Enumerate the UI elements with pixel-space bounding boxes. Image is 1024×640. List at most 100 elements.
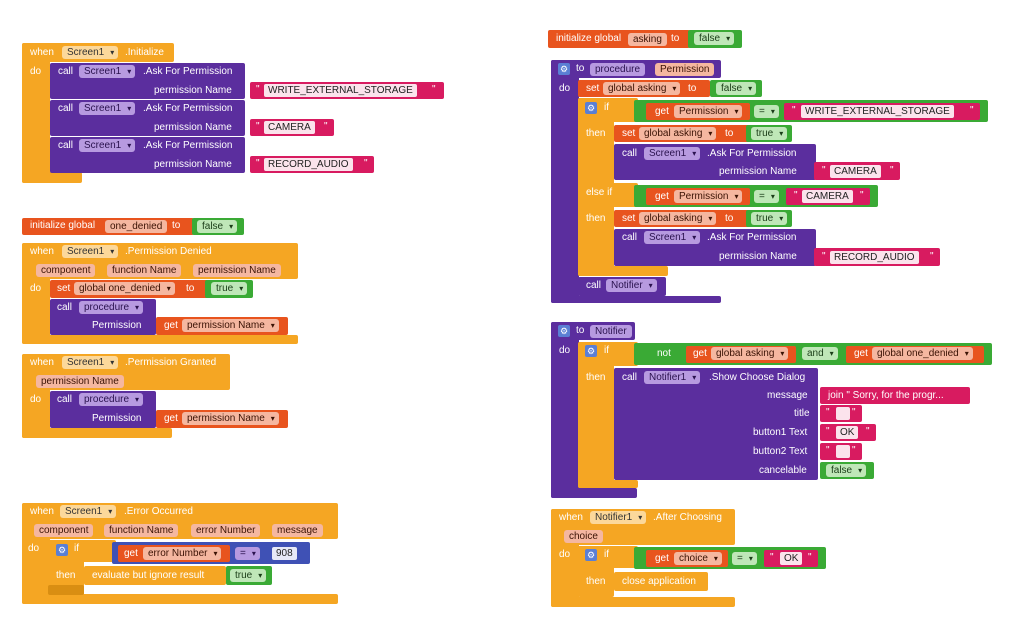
string-value[interactable]: WRITE_EXTERNAL_STORAGE	[801, 105, 954, 118]
variable-dropdown[interactable]: error Number	[143, 547, 222, 560]
get-label: get	[655, 553, 669, 564]
boolean-dropdown[interactable]: true	[751, 127, 788, 140]
to-label: to	[671, 33, 680, 44]
operator-dropdown[interactable]: and	[802, 347, 838, 360]
event-param[interactable]: component	[34, 524, 94, 537]
variable-dropdown[interactable]: global asking	[639, 127, 717, 140]
if-label: if	[604, 549, 609, 560]
component-dropdown[interactable]: Screen1	[62, 356, 119, 369]
do-label: do	[559, 549, 571, 560]
get-label: get	[655, 106, 669, 117]
gear-icon[interactable]: ⚙	[558, 325, 570, 337]
string-value[interactable]: RECORD_AUDIO	[264, 158, 353, 171]
number-field[interactable]: 908	[272, 547, 297, 560]
event-param[interactable]: permission Name	[36, 375, 124, 388]
boolean-dropdown[interactable]: true	[211, 282, 248, 295]
variable-dropdown[interactable]: global one_denied	[872, 347, 973, 360]
event-param[interactable]: error Number	[191, 524, 261, 537]
call-label: call	[57, 302, 73, 313]
event-param[interactable]: function Name	[104, 524, 179, 537]
show-choose-dialog-call[interactable]	[614, 368, 818, 480]
arg-label: Permission	[92, 320, 142, 331]
boolean-dropdown[interactable]: true	[230, 569, 267, 582]
boolean-dropdown[interactable]: false	[826, 464, 867, 477]
component-dropdown[interactable]: Notifier1	[644, 371, 701, 384]
var-name-field[interactable]: asking	[628, 33, 667, 46]
component-dropdown[interactable]: Notifier1	[590, 511, 647, 524]
arg-label: message	[767, 390, 808, 401]
variable-dropdown[interactable]: choice	[674, 552, 722, 565]
component-dropdown[interactable]: Screen1	[79, 65, 136, 78]
evaluate-label: evaluate but ignore result	[92, 570, 205, 581]
procedure-param[interactable]: Permission	[655, 63, 715, 76]
component-dropdown[interactable]: Screen1	[644, 147, 701, 160]
get-label: get	[164, 413, 178, 424]
arg-label: title	[794, 408, 810, 419]
event-param[interactable]: message	[272, 524, 323, 537]
variable-dropdown[interactable]: Permission	[674, 190, 743, 203]
component-dropdown[interactable]: Screen1	[644, 231, 701, 244]
gear-icon[interactable]: ⚙	[56, 544, 68, 556]
var-name-field[interactable]: one_denied	[105, 220, 168, 233]
event-param[interactable]: choice	[564, 530, 603, 543]
boolean-dropdown[interactable]: false	[197, 220, 238, 233]
component-dropdown[interactable]: Screen1	[62, 245, 119, 258]
string-value[interactable]: CAMERA	[802, 190, 853, 203]
operator-dropdown[interactable]: =	[732, 552, 757, 565]
evaluate-block[interactable]	[84, 566, 226, 585]
procedure-dropdown[interactable]: procedure	[79, 393, 144, 406]
variable-dropdown[interactable]: global asking	[711, 347, 789, 360]
string-value[interactable]: CAMERA	[830, 165, 881, 178]
call-label: call	[58, 140, 74, 151]
boolean-dropdown[interactable]: false	[716, 82, 757, 95]
string-value[interactable]: WRITE_EXTERNAL_STORAGE	[264, 84, 417, 97]
gear-icon[interactable]: ⚙	[585, 102, 597, 114]
init-label: initialize global	[556, 33, 622, 44]
string-value[interactable]	[836, 445, 850, 458]
procedure-dropdown[interactable]: Notifier	[606, 279, 657, 292]
variable-dropdown[interactable]: global one_denied	[74, 282, 175, 295]
boolean-dropdown[interactable]: true	[751, 212, 788, 225]
procedure-name-field[interactable]: Notifier	[590, 325, 632, 338]
procedure-dropdown[interactable]: procedure	[79, 301, 144, 314]
arg-label: Permission	[92, 413, 142, 424]
when-label: when	[30, 246, 54, 257]
variable-dropdown[interactable]: Permission	[674, 105, 743, 118]
variable-dropdown[interactable]: global asking	[603, 82, 681, 95]
procedure-name-field[interactable]: procedure	[590, 63, 646, 76]
call-label: call	[58, 103, 74, 114]
operator-dropdown[interactable]: =	[235, 547, 260, 560]
event-param[interactable]: function Name	[107, 264, 182, 277]
do-label: do	[559, 345, 571, 356]
boolean-dropdown[interactable]: false	[694, 32, 735, 45]
when-label: when	[30, 506, 54, 517]
variable-dropdown[interactable]: permission Name	[182, 319, 279, 332]
operator-dropdown[interactable]: =	[754, 105, 779, 118]
gear-icon[interactable]: ⚙	[585, 549, 597, 561]
event-param[interactable]: component	[36, 264, 96, 277]
method-label: .Show Choose Dialog	[709, 372, 806, 383]
string-value[interactable]: OK	[780, 552, 803, 565]
not-label: not	[657, 348, 671, 359]
variable-dropdown[interactable]: permission Name	[182, 412, 279, 425]
component-dropdown[interactable]: Screen1	[79, 102, 136, 115]
close-application-label: close application	[622, 576, 696, 587]
gear-icon[interactable]: ⚙	[585, 345, 597, 357]
operator-dropdown[interactable]: =	[754, 190, 779, 203]
variable-dropdown[interactable]: global asking	[639, 212, 717, 225]
string-value[interactable]: OK	[836, 426, 859, 439]
param-label: permission Name	[154, 85, 232, 96]
call-label: call	[622, 148, 638, 159]
string-value[interactable]: CAMERA	[264, 121, 315, 134]
component-dropdown[interactable]: Screen1	[62, 46, 119, 59]
component-dropdown[interactable]: Screen1	[60, 505, 117, 518]
close-application-block[interactable]	[614, 572, 708, 591]
component-dropdown[interactable]: Screen1	[79, 139, 136, 152]
join-block[interactable]	[820, 387, 970, 404]
to-label: to	[688, 83, 697, 94]
string-value[interactable]: RECORD_AUDIO	[830, 251, 919, 264]
string-value[interactable]	[836, 407, 850, 420]
init-label: initialize global	[30, 220, 96, 231]
gear-icon[interactable]: ⚙	[558, 63, 570, 75]
event-param[interactable]: permission Name	[193, 264, 281, 277]
